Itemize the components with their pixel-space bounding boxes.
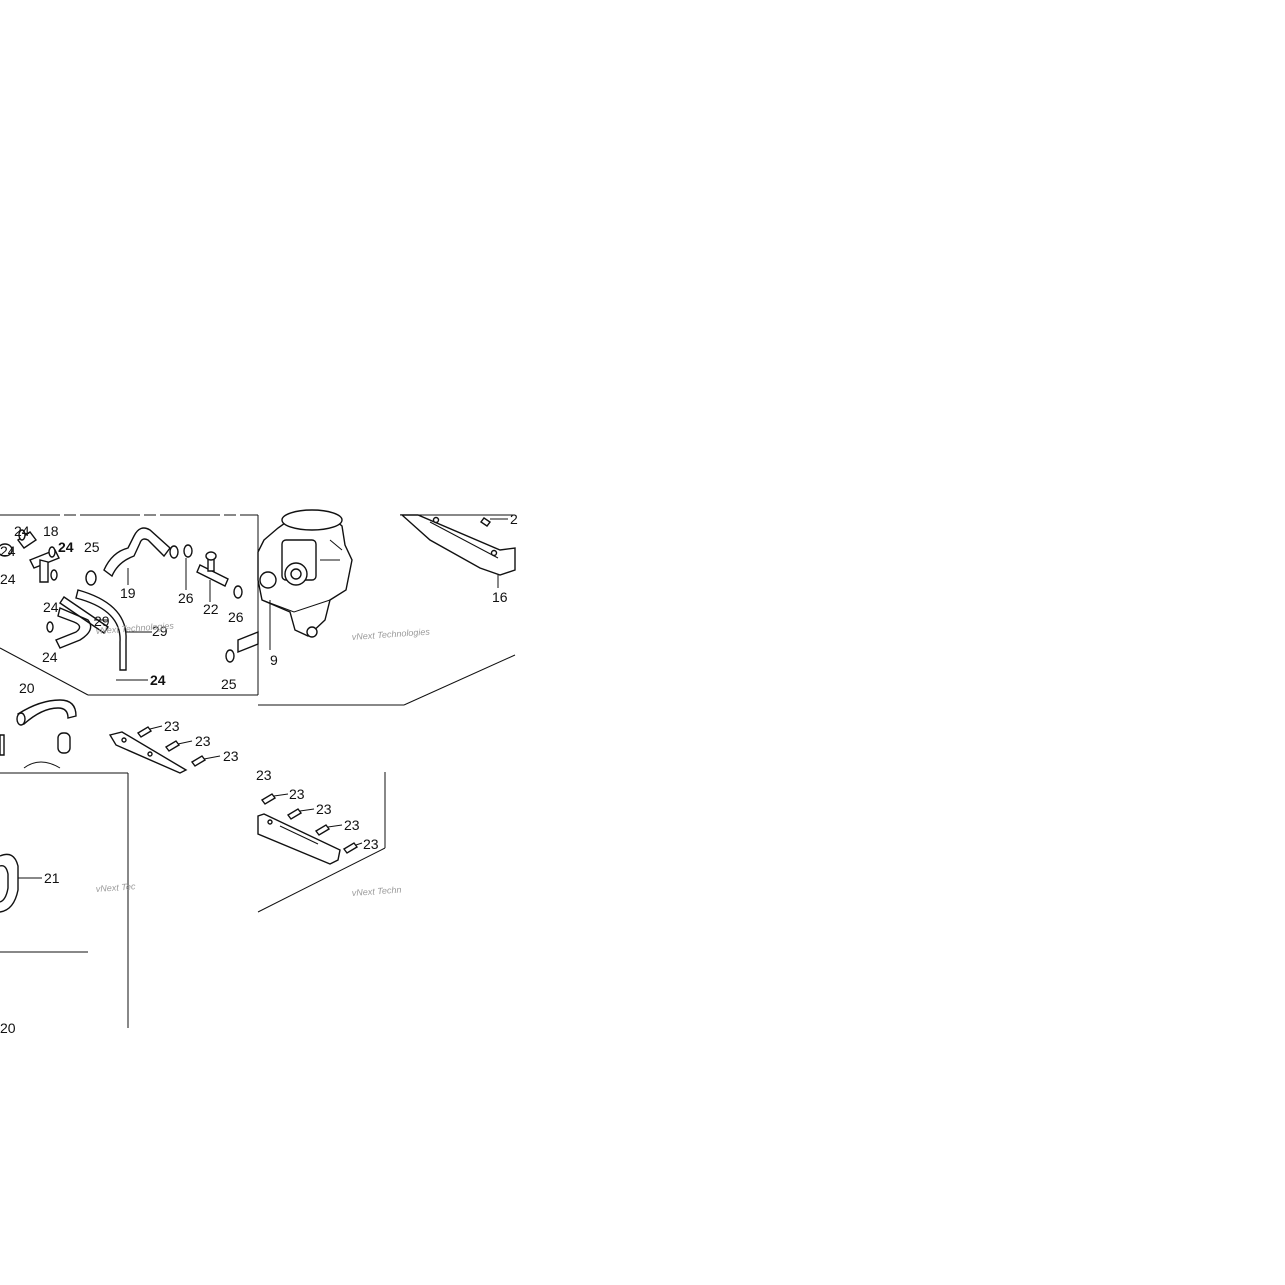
watermark: vNext Techn xyxy=(351,885,401,898)
callout-22: 22 xyxy=(203,601,219,617)
callout-9: 9 xyxy=(270,652,278,668)
callout-2-truncated: 2 xyxy=(510,511,518,527)
callout-24: 24 xyxy=(0,543,16,559)
panel-borders xyxy=(0,514,516,1028)
callout-25: 25 xyxy=(221,676,237,692)
callout-21: 21 xyxy=(44,870,60,886)
callout-23: 23 xyxy=(363,836,379,852)
gasket-strip-upper xyxy=(400,514,516,576)
callout-24: 24 xyxy=(150,672,166,688)
callout-24: 24 xyxy=(43,599,59,615)
hose-21 xyxy=(0,853,19,913)
callout-23: 23 xyxy=(223,748,239,764)
callout-19: 19 xyxy=(120,585,136,601)
callout-26: 26 xyxy=(178,590,194,606)
callout-23: 23 xyxy=(344,817,360,833)
fitting-group-left xyxy=(0,527,179,681)
watermarks: vNext Technologies vNext Technologies vN… xyxy=(95,621,430,898)
callout-23: 23 xyxy=(316,801,332,817)
leader-lines xyxy=(18,518,508,879)
callout-23: 23 xyxy=(289,786,305,802)
hose-lower-left xyxy=(0,699,77,769)
callout-labels: 24 18 24 24 24 25 24 29 29 24 24 19 26 2… xyxy=(0,511,518,1036)
callout-20: 20 xyxy=(19,680,35,696)
t-fitting xyxy=(183,544,259,663)
callout-23: 23 xyxy=(256,767,272,783)
callout-23: 23 xyxy=(164,718,180,734)
callout-16: 16 xyxy=(492,589,508,605)
callout-26: 26 xyxy=(228,609,244,625)
callout-29: 29 xyxy=(94,613,110,629)
callout-29: 29 xyxy=(152,623,168,639)
callout-18: 18 xyxy=(43,523,59,539)
gasket-strip-lower xyxy=(257,813,341,865)
callout-24: 24 xyxy=(42,649,58,665)
gasket-strip-middle xyxy=(108,731,188,774)
callout-24: 24 xyxy=(58,539,74,555)
watermark: vNext Tec xyxy=(95,881,136,894)
callout-20-truncated: 20 xyxy=(0,1020,16,1036)
callout-25: 25 xyxy=(84,539,100,555)
bolt-set xyxy=(136,726,359,854)
carburetor xyxy=(257,509,353,638)
callout-23: 23 xyxy=(195,733,211,749)
callout-24: 24 xyxy=(14,523,30,539)
watermark: vNext Technologies xyxy=(351,627,430,642)
callout-24: 24 xyxy=(0,571,16,587)
